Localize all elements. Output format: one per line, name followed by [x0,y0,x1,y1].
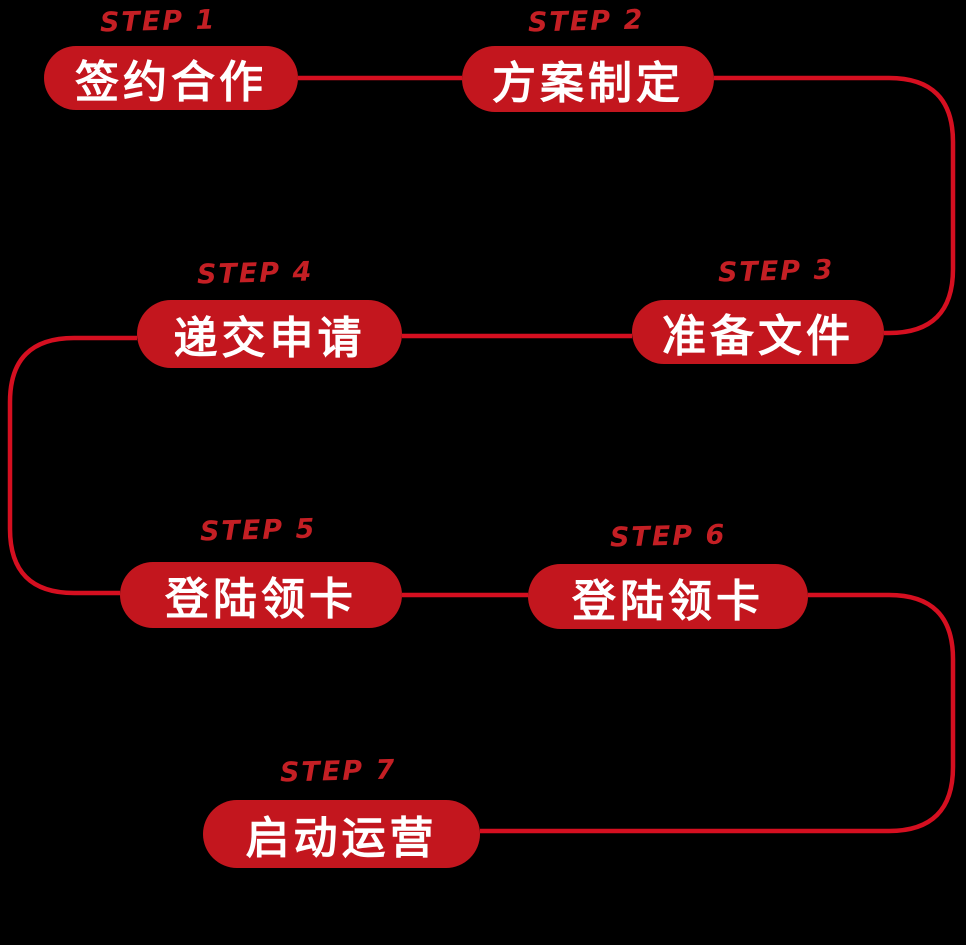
step-1-pill: 签约合作 [44,46,298,110]
step-7-label: STEP 7 [279,754,397,789]
step-7-pill: 启动运营 [203,800,480,868]
step-4-label: STEP 4 [196,256,314,291]
step-6-pill: 登陆领卡 [528,564,808,629]
connector-step2-step3 [714,75,956,336]
step-4-pill: 递交申请 [137,300,402,368]
connector-step4-step5 [7,335,137,596]
step-2-pill: 方案制定 [462,46,714,112]
step-3-pill: 准备文件 [632,300,884,364]
step-1-label: STEP 1 [99,4,217,39]
step-5-pill: 登陆领卡 [120,562,402,628]
step-6-label: STEP 6 [609,519,727,554]
step-5-label: STEP 5 [199,513,317,548]
step-3-label: STEP 3 [717,254,835,289]
connector-step6-step7 [480,592,956,834]
step-2-label: STEP 2 [527,4,645,39]
